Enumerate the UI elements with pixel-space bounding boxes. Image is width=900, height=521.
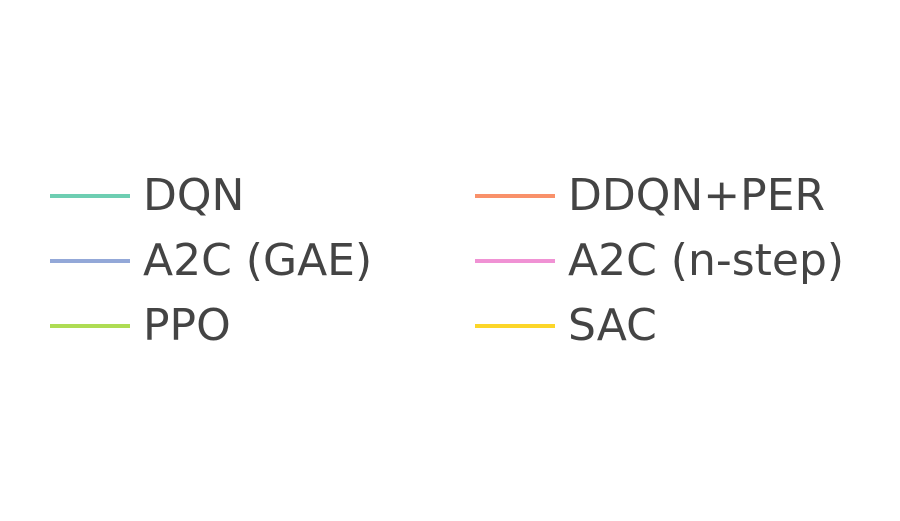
legend-label: A2C (n-step) bbox=[568, 234, 845, 286]
line-swatch-icon bbox=[475, 258, 555, 263]
legend-label: SAC bbox=[568, 299, 657, 351]
legend-label: PPO bbox=[143, 299, 231, 351]
legend-label: DQN bbox=[143, 169, 245, 221]
legend-label: A2C (GAE) bbox=[143, 234, 373, 286]
line-swatch-icon bbox=[475, 323, 555, 328]
legend-entry-ppo[interactable]: PPO bbox=[50, 293, 475, 358]
line-swatch-icon bbox=[50, 323, 130, 328]
legend-label: DDQN+PER bbox=[568, 169, 826, 221]
legend-entry-a2c-gae[interactable]: A2C (GAE) bbox=[50, 228, 475, 293]
line-swatch-icon bbox=[50, 258, 130, 263]
legend-entry-a2c-n-step[interactable]: A2C (n-step) bbox=[475, 228, 900, 293]
legend-entry-ddqn-per[interactable]: DDQN+PER bbox=[475, 163, 900, 228]
legend-entry-sac[interactable]: SAC bbox=[475, 293, 900, 358]
line-swatch-icon bbox=[50, 193, 130, 198]
legend-entry-dqn[interactable]: DQN bbox=[50, 163, 475, 228]
line-swatch-icon bbox=[475, 193, 555, 198]
